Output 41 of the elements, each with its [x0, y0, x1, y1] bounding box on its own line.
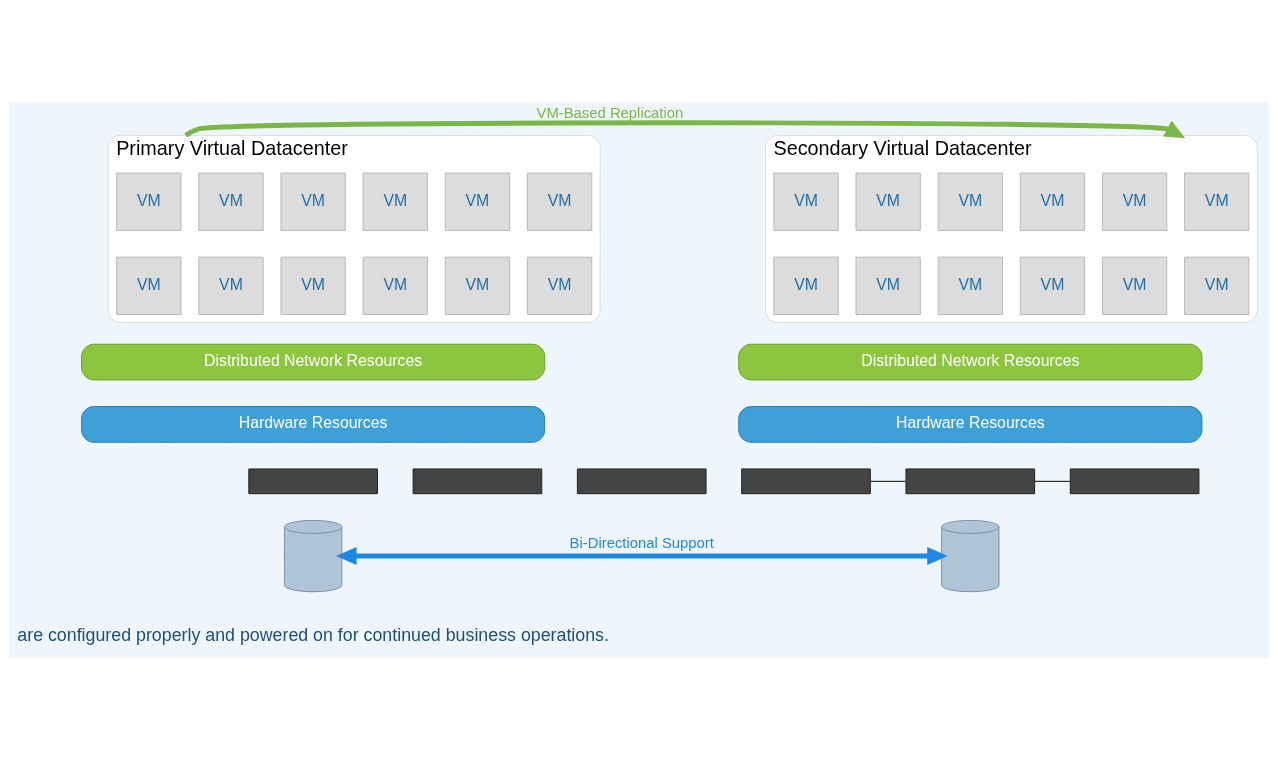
- node-box: VM: [1101, 256, 1168, 316]
- node-box: [248, 468, 378, 495]
- node-box: VM: [526, 172, 593, 231]
- node-box: VM: [937, 172, 1003, 231]
- node-box: VM: [1019, 256, 1086, 316]
- node-box: VM: [1101, 172, 1168, 231]
- node-box: VM: [1184, 256, 1250, 316]
- connector: [870, 480, 907, 482]
- node-box: Hardware Resources: [81, 406, 546, 443]
- node-box: VM: [198, 256, 264, 316]
- node-box: [1069, 468, 1200, 495]
- node-box: Distributed Network Resources: [81, 343, 546, 381]
- node-box: VM: [1019, 172, 1086, 231]
- node-box: VM: [362, 256, 428, 316]
- arrow: [336, 547, 948, 566]
- node-box: Distributed Network Resources: [738, 343, 1203, 381]
- node-box: [905, 468, 1036, 495]
- node-box: Hardware Resources: [738, 406, 1203, 443]
- node-box: VM: [855, 256, 921, 316]
- node-box: VM: [444, 172, 511, 231]
- node-box: VM: [1184, 172, 1250, 231]
- node-box: VM: [198, 172, 264, 231]
- arrow: [184, 120, 1186, 139]
- node-box: VM: [280, 256, 346, 316]
- node-box: VM: [773, 172, 839, 231]
- node-box: VM: [855, 172, 921, 231]
- label: are configured properly and powered on for continued business operations.: [17, 624, 609, 645]
- node-box: VM: [116, 256, 182, 316]
- node-box: VM: [280, 172, 346, 231]
- node-box: [576, 468, 707, 495]
- edge-label: VM-Based Replication: [536, 104, 684, 121]
- node-box: VM: [444, 256, 511, 316]
- node-box: VM: [362, 172, 428, 231]
- node-box: VM: [116, 172, 182, 231]
- edge-label: Bi-Directional Support: [569, 535, 714, 552]
- node-box: [412, 468, 543, 495]
- node-box: VM: [937, 256, 1003, 316]
- connector: [1034, 480, 1071, 482]
- node-box: VM: [773, 256, 839, 316]
- node-box: VM: [526, 256, 593, 316]
- node-box: [741, 468, 871, 495]
